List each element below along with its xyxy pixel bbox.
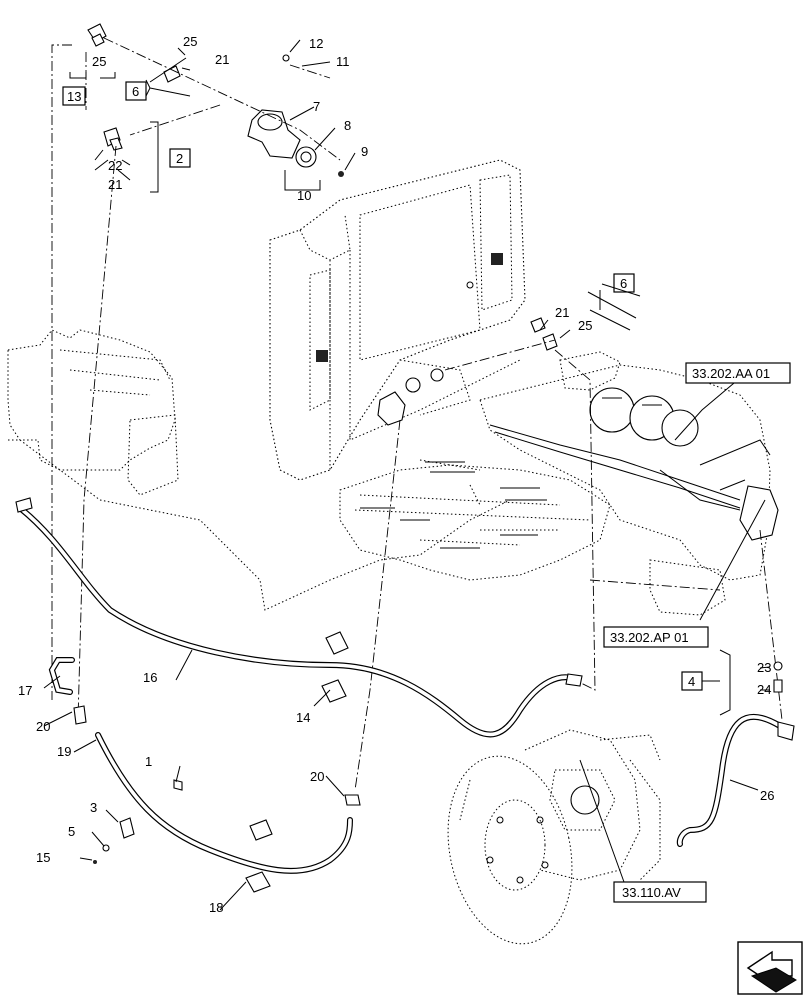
callout-box-6 [613, 273, 635, 293]
brake-valve-assembly [589, 387, 779, 541]
callout-26: 26 [760, 788, 774, 803]
nut-9 [338, 171, 344, 177]
callout-21: 21 [555, 305, 569, 320]
callout-4: 4 [688, 674, 695, 689]
callout-7: 7 [313, 99, 320, 114]
callout-25: 25 [183, 34, 197, 49]
clamp-14 [321, 631, 349, 703]
boxed-callouts: 13 6 2 6 4 [62, 81, 703, 691]
callout-15: 15 [36, 850, 50, 865]
callout-16: 16 [143, 670, 157, 685]
gear-8 [295, 146, 317, 168]
callout-9: 9 [361, 144, 368, 159]
callout-18: 18 [209, 900, 223, 915]
callout-20: 20 [310, 769, 324, 784]
screw-15 [93, 860, 97, 864]
clamp-1 [173, 779, 183, 791]
fitting-adapter-mid [530, 317, 558, 351]
callout-23: 23 [757, 660, 771, 675]
housing-7 [247, 109, 301, 159]
callout-box-6 [125, 81, 147, 101]
callout-22: 22 [108, 158, 122, 173]
callout-11: 11 [336, 54, 350, 69]
fitting-adapter-21 [163, 65, 181, 83]
callout-box-13 [62, 86, 86, 106]
chassis-outline [7, 329, 771, 616]
elbow-17 [48, 657, 75, 695]
callout-21: 21 [215, 52, 229, 67]
next-page-arrow-icon[interactable] [737, 941, 803, 995]
washer-5 [102, 844, 110, 852]
reference-label-ap01: 33.202.AP 01 [610, 630, 689, 645]
reference-box-av[interactable]: 33.110.AV [613, 881, 707, 903]
callout-box-2 [169, 148, 191, 168]
fitting-20b [344, 794, 361, 806]
callout-14: 14 [296, 710, 310, 725]
clamp-18 [245, 819, 273, 893]
fitting-elbow-top [87, 23, 107, 47]
reference-box-ap01[interactable]: 33.202.AP 01 [603, 626, 709, 648]
fitting-elbow-2 [103, 127, 123, 151]
callout-3: 3 [90, 800, 97, 815]
callout-labels: 25 21 25 12 11 7 8 9 10 22 21 21 25 17 1… [18, 34, 774, 915]
reference-label-av: 33.110.AV [622, 885, 681, 900]
callout-20: 20 [36, 719, 50, 734]
fitting-20a [73, 705, 87, 725]
adapter-3 [119, 817, 135, 839]
fitting-24 [773, 679, 783, 693]
callout-19: 19 [57, 744, 71, 759]
callout-8: 8 [344, 118, 351, 133]
callout-12: 12 [309, 36, 323, 51]
callout-6: 6 [132, 84, 139, 99]
callout-21: 21 [108, 177, 122, 192]
hose-26 [676, 713, 795, 847]
bolt-12 [282, 54, 290, 62]
callout-13: 13 [67, 89, 81, 104]
group-6b-bracket [587, 283, 641, 319]
reference-label-aa01: 33.202.AA 01 [692, 366, 770, 381]
leader-lines [43, 39, 771, 911]
callout-10: 10 [297, 188, 311, 203]
bolt-row [360, 461, 547, 549]
callout-2: 2 [176, 151, 183, 166]
fitting-23 [773, 661, 783, 671]
group-6-bracket [145, 57, 191, 97]
cooler-assembly [269, 159, 526, 481]
hose-16 [15, 497, 583, 738]
callout-1: 1 [145, 754, 152, 769]
callout-25: 25 [578, 318, 592, 333]
callout-17: 17 [18, 683, 32, 698]
callout-6: 6 [620, 276, 627, 291]
hose-19 [95, 732, 353, 874]
callout-25: 25 [92, 54, 106, 69]
callout-24: 24 [757, 682, 771, 697]
wheel-studs [486, 816, 549, 884]
callout-5: 5 [68, 824, 75, 839]
brake-disc-assembly [447, 729, 661, 945]
reference-box-aa01[interactable]: 33.202.AA 01 [685, 362, 791, 384]
